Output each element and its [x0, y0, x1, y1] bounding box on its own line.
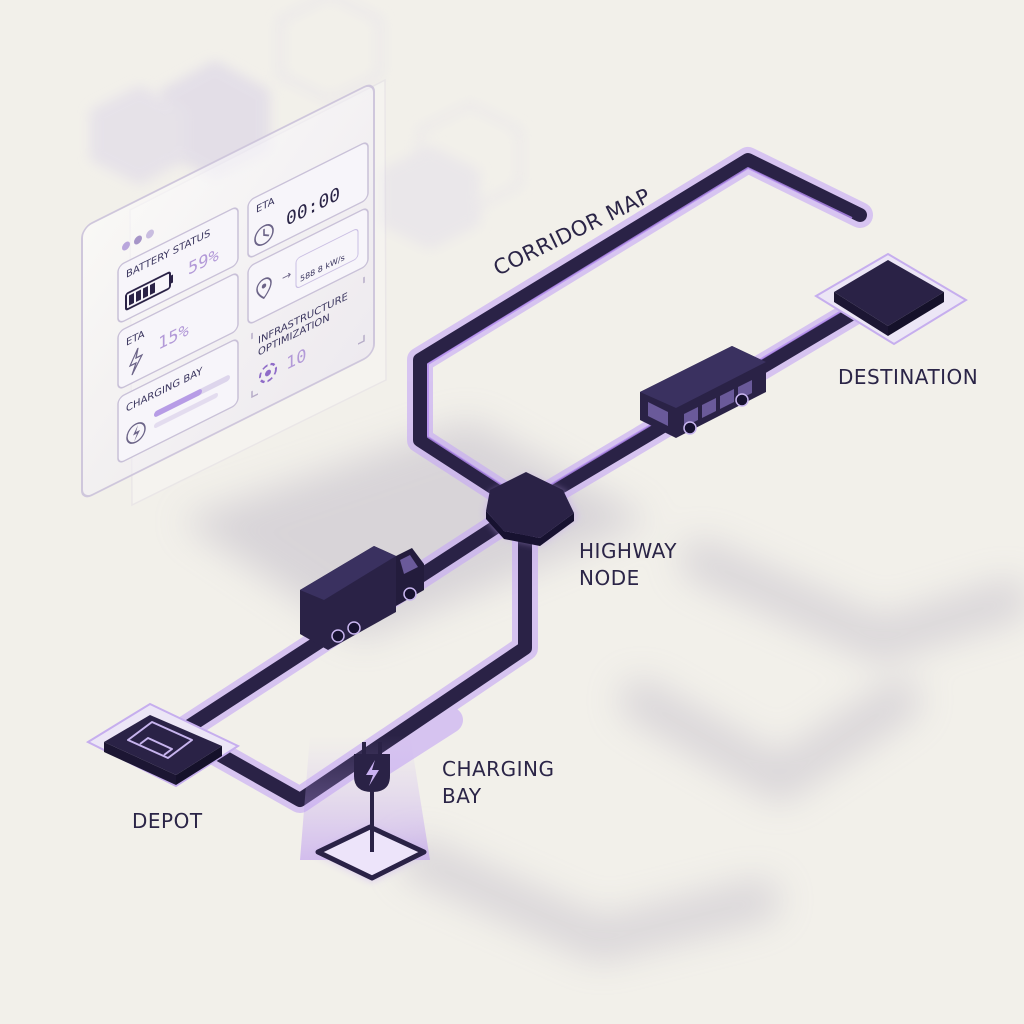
charging-progress-fill — [154, 389, 202, 417]
status-panel: BATTERY STATUS 59% ETA — [81, 78, 387, 507]
highway-node[interactable] — [484, 472, 578, 546]
depot-node[interactable] — [85, 702, 241, 788]
depot-label: DEPOT — [132, 809, 203, 833]
arrow-icon: → — [282, 267, 291, 285]
destination-label: DESTINATION — [838, 365, 978, 389]
charging-beam — [300, 735, 430, 860]
lightning-icon — [128, 347, 144, 376]
window-dots — [122, 229, 154, 251]
destination-node[interactable] — [814, 252, 968, 346]
clock-icon — [254, 224, 274, 246]
route-status-card: → 588 8 kW/s — [247, 208, 369, 324]
charging-icon — [126, 422, 146, 444]
warehouse-icon — [127, 721, 193, 759]
charging-bay-station[interactable] — [314, 742, 428, 882]
plug-icon — [354, 742, 390, 792]
recycle-gear-icon — [259, 362, 277, 384]
charging-bay-label-line2: BAY — [442, 784, 482, 808]
bus-icon[interactable] — [640, 346, 766, 438]
highway-node-label-line1: HIGHWAY — [579, 539, 677, 563]
eta-percent-card: ETA 15% — [117, 273, 239, 389]
charging-bay-label-line1: CHARGING — [442, 757, 554, 781]
battery-icon — [125, 271, 173, 311]
background-decor — [90, 0, 523, 250]
truck-icon[interactable] — [300, 546, 424, 650]
ground-shadow — [180, 420, 1024, 962]
highway-node-label-line2: NODE — [579, 566, 640, 590]
location-pin-icon — [256, 277, 272, 299]
